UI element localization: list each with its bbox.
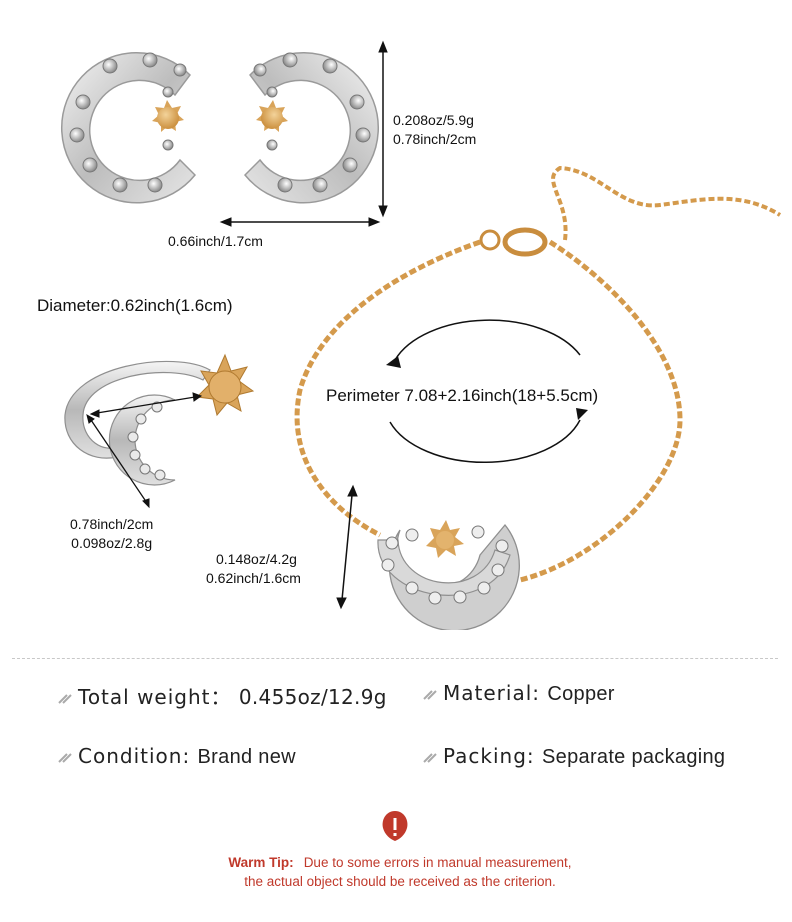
earring-height-arrow — [378, 40, 388, 218]
spec-condition: Condition: Brand new — [58, 744, 296, 769]
ring-image — [64, 353, 255, 509]
spec-condition-value: Brand new — [197, 746, 296, 768]
earring-weight: 0.208oz/5.9g — [393, 112, 474, 128]
bracelet-image — [294, 165, 782, 630]
warm-tip-label: Warm Tip: — [228, 855, 294, 870]
warning-icon — [382, 811, 408, 841]
pendant-weight: 0.148oz/4.2g — [216, 551, 297, 567]
spec-packing: Packing: Separate packaging — [423, 744, 725, 769]
pencil-icon — [423, 689, 437, 700]
spec-packing-value: Separate packaging — [542, 746, 726, 768]
right-earring — [243, 52, 380, 204]
spec-condition-label: Condition: — [78, 744, 191, 768]
warm-tip-line1: Due to some errors in manual measurement… — [303, 855, 572, 870]
earring-height: 0.78inch/2cm — [393, 131, 477, 147]
pencil-icon — [58, 752, 72, 763]
warm-tip-line2: the actual object should be received as … — [244, 874, 556, 889]
earrings-image — [60, 40, 388, 227]
ring-size: 0.78inch/2cm — [70, 516, 154, 532]
spec-material: Material: Copper — [423, 681, 615, 706]
pencil-icon — [423, 752, 437, 763]
spec-total-weight-value: 0.455oz/12.9g — [238, 685, 387, 709]
earring-width: 0.66inch/1.7cm — [168, 233, 263, 249]
spec-packing-label: Packing: — [443, 744, 535, 768]
left-earring — [60, 52, 197, 204]
spec-total-weight-label: Total weight： — [78, 685, 232, 709]
section-divider — [12, 658, 778, 659]
earring-width-arrow — [219, 217, 381, 227]
pendant-size: 0.62inch/1.6cm — [206, 570, 301, 586]
warm-tip: Warm Tip: Due to some errors in manual me… — [150, 853, 650, 891]
spec-total-weight: Total weight： 0.455oz/12.9g — [58, 681, 387, 710]
bracelet-perimeter: Perimeter 7.08+2.16inch(18+5.5cm) — [326, 386, 599, 405]
pencil-icon — [58, 693, 72, 704]
ring-diameter: Diameter:0.62inch(1.6cm) — [37, 296, 233, 315]
ring-weight: 0.098oz/2.8g — [71, 535, 153, 551]
spec-material-label: Material: — [443, 681, 540, 705]
spec-material-value: Copper — [547, 683, 615, 705]
